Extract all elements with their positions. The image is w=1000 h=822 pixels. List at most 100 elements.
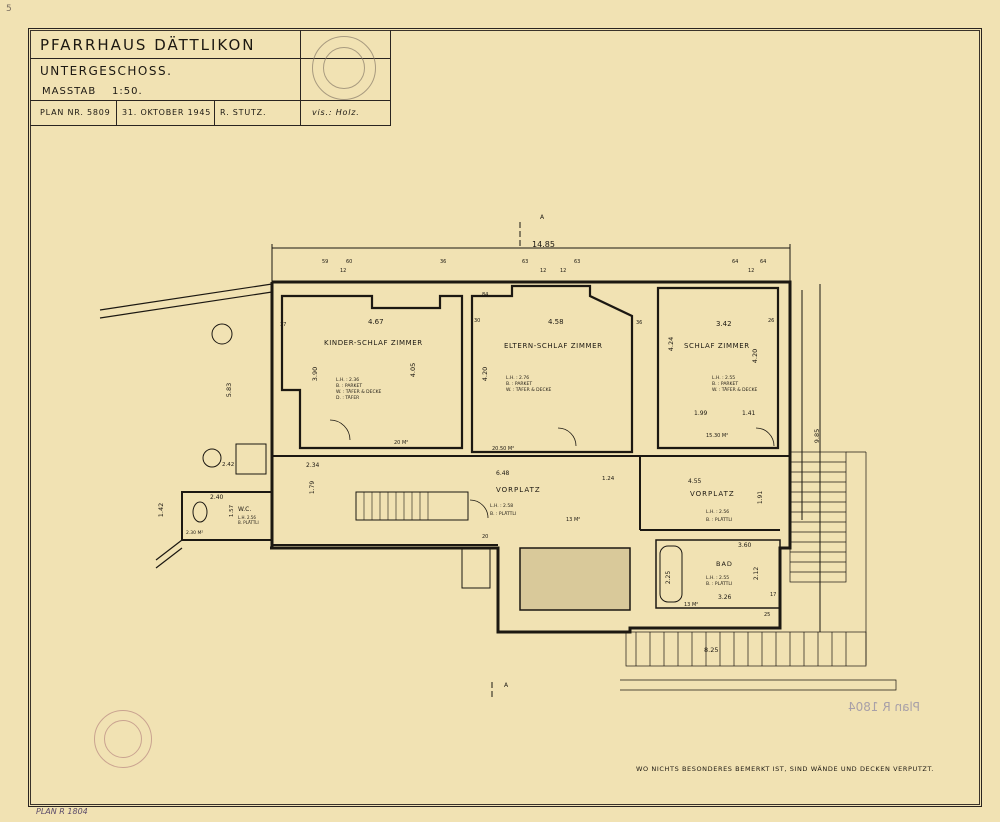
dim-text: 2.34 — [306, 462, 320, 469]
retaining-wall — [99, 283, 273, 569]
area-wc: 2.30 M² — [186, 531, 204, 536]
dim-overall: 14.85 — [532, 240, 555, 249]
door-swing — [469, 499, 489, 519]
wall-dim: 30 — [474, 318, 481, 324]
area-bad: 13 M² — [684, 602, 699, 608]
well-circle — [202, 448, 222, 468]
dim-text: 4.67 — [368, 318, 384, 326]
dim-text: 3.60 — [738, 542, 752, 549]
cell-divider — [214, 101, 215, 125]
dim-text: 3.42 — [716, 320, 732, 328]
archive-label: PLAN R 1804 — [36, 807, 88, 816]
dim-text: 4.55 — [688, 478, 702, 485]
room-kinder-wall — [280, 294, 464, 450]
plan-subtitle: UNTERGESCHOSS. — [40, 64, 173, 78]
tree-circle — [211, 323, 233, 345]
dim-text: 2.12 — [753, 566, 761, 581]
cell-divider — [116, 101, 117, 125]
wall-dim: 60 — [346, 259, 353, 265]
wall-dim: 25 — [764, 612, 771, 618]
light-well — [519, 547, 631, 611]
exterior-stair — [789, 451, 867, 665]
spec-line: L.H. : 2.76 — [506, 376, 530, 381]
wall-dim: 17 — [770, 592, 777, 598]
bottom-steps — [620, 631, 897, 691]
room-label-vorplatz: VORPLATZ — [496, 486, 541, 494]
dim-text: 2.42 — [222, 462, 235, 468]
spec-line: L.H. : 2.58 — [490, 504, 514, 509]
room-schlaf-wall — [656, 286, 780, 450]
dim-text: 9.85 — [813, 428, 822, 444]
spec-line: B. : PLÄTTLI — [706, 582, 733, 587]
wall-dim: 12 — [340, 268, 347, 274]
wall-dim: 64 — [732, 259, 739, 265]
wall-dim: 26 — [768, 318, 775, 324]
dim-text: 1.42 — [157, 502, 166, 518]
dim-text: 4.05 — [409, 362, 418, 378]
title-divider — [30, 58, 390, 59]
wall-dim: 36 — [636, 320, 643, 326]
dim-text: 1.41 — [742, 410, 756, 417]
wall-dim: 84 — [482, 292, 489, 298]
plan-date: 31. OKTOBER 1945 — [122, 108, 212, 117]
bathtub — [659, 545, 683, 603]
red-seal — [94, 710, 152, 768]
entry-steps — [461, 547, 491, 589]
section-marker: A — [504, 682, 509, 689]
wall-dim: 12 — [748, 268, 755, 274]
dim-text: 4.58 — [548, 318, 564, 326]
wall-dim: 36 — [440, 259, 447, 265]
area-eltern: 20.50 M² — [492, 446, 515, 452]
spec-line: B. : PLÄTTLI — [706, 518, 733, 523]
wall-dim: 37 — [280, 322, 287, 328]
mirrored-stamp: Plan R 1804 — [848, 700, 921, 714]
spec-line: W. : TÄFER & DECKE — [506, 388, 552, 393]
dim-text: 1.24 — [602, 476, 615, 482]
room-wc-wall — [181, 491, 273, 541]
dim-text: 1.91 — [757, 490, 765, 505]
door-swing — [755, 427, 775, 447]
section-marker: A — [540, 214, 545, 221]
plan-author: R. STUTZ. — [220, 108, 267, 117]
door-swing — [329, 419, 351, 441]
dim-text: 4.20 — [481, 366, 490, 382]
room-bad-wall — [655, 539, 781, 609]
sheet-mark: 5 — [6, 4, 12, 14]
dim-text: 4.24 — [667, 336, 676, 352]
spec-line: L.H. 2.56 — [238, 515, 256, 520]
dim-text: 1.57 — [229, 504, 236, 518]
spec-line: B. PLÄTTLI — [238, 520, 259, 525]
dim-text: 5.83 — [225, 382, 234, 398]
wall-dim: 12 — [560, 268, 567, 274]
cell-divider — [300, 30, 301, 125]
scale-value: 1:50. — [112, 86, 143, 97]
spec-line: L.H. : 2.36 — [336, 378, 360, 383]
wc-bowl — [192, 501, 208, 523]
room-label-wc: W.C. — [238, 506, 252, 513]
dim-text: 2.25 — [665, 570, 673, 585]
room-label-kinder: KINDER-SCHLAF ZIMMER — [324, 339, 423, 347]
dim-text: 3.26 — [718, 594, 732, 601]
dim-text: 1.79 — [309, 480, 317, 495]
dim-text: 2.40 — [210, 494, 224, 501]
spec-line: L.H. : 2.55 — [712, 376, 736, 381]
dim-text: 4.20 — [751, 348, 760, 364]
wall-dim: 63 — [522, 259, 529, 265]
spec-line: W. : TÄFER & DECKE — [336, 390, 382, 395]
wall-dim: 20 — [482, 534, 489, 540]
spec-line: L.H. : 2.55 — [706, 576, 730, 581]
scale-label: MASSTAB — [42, 86, 97, 97]
area-kinder: 20 M² — [394, 440, 409, 446]
seal-inner — [323, 47, 365, 89]
spec-line: B. : PARKET — [712, 382, 739, 387]
archive-seal — [312, 36, 376, 100]
dim-text: 6.48 — [496, 470, 510, 477]
spec-line: D. : TÄFER — [336, 396, 360, 401]
room-label-schlaf: SCHLAF ZIMMER — [684, 342, 750, 350]
dim-text: 8.25 — [704, 646, 719, 654]
wall-dim: 63 — [574, 259, 581, 265]
frame-outer — [28, 28, 982, 807]
outer-wall — [270, 280, 792, 634]
